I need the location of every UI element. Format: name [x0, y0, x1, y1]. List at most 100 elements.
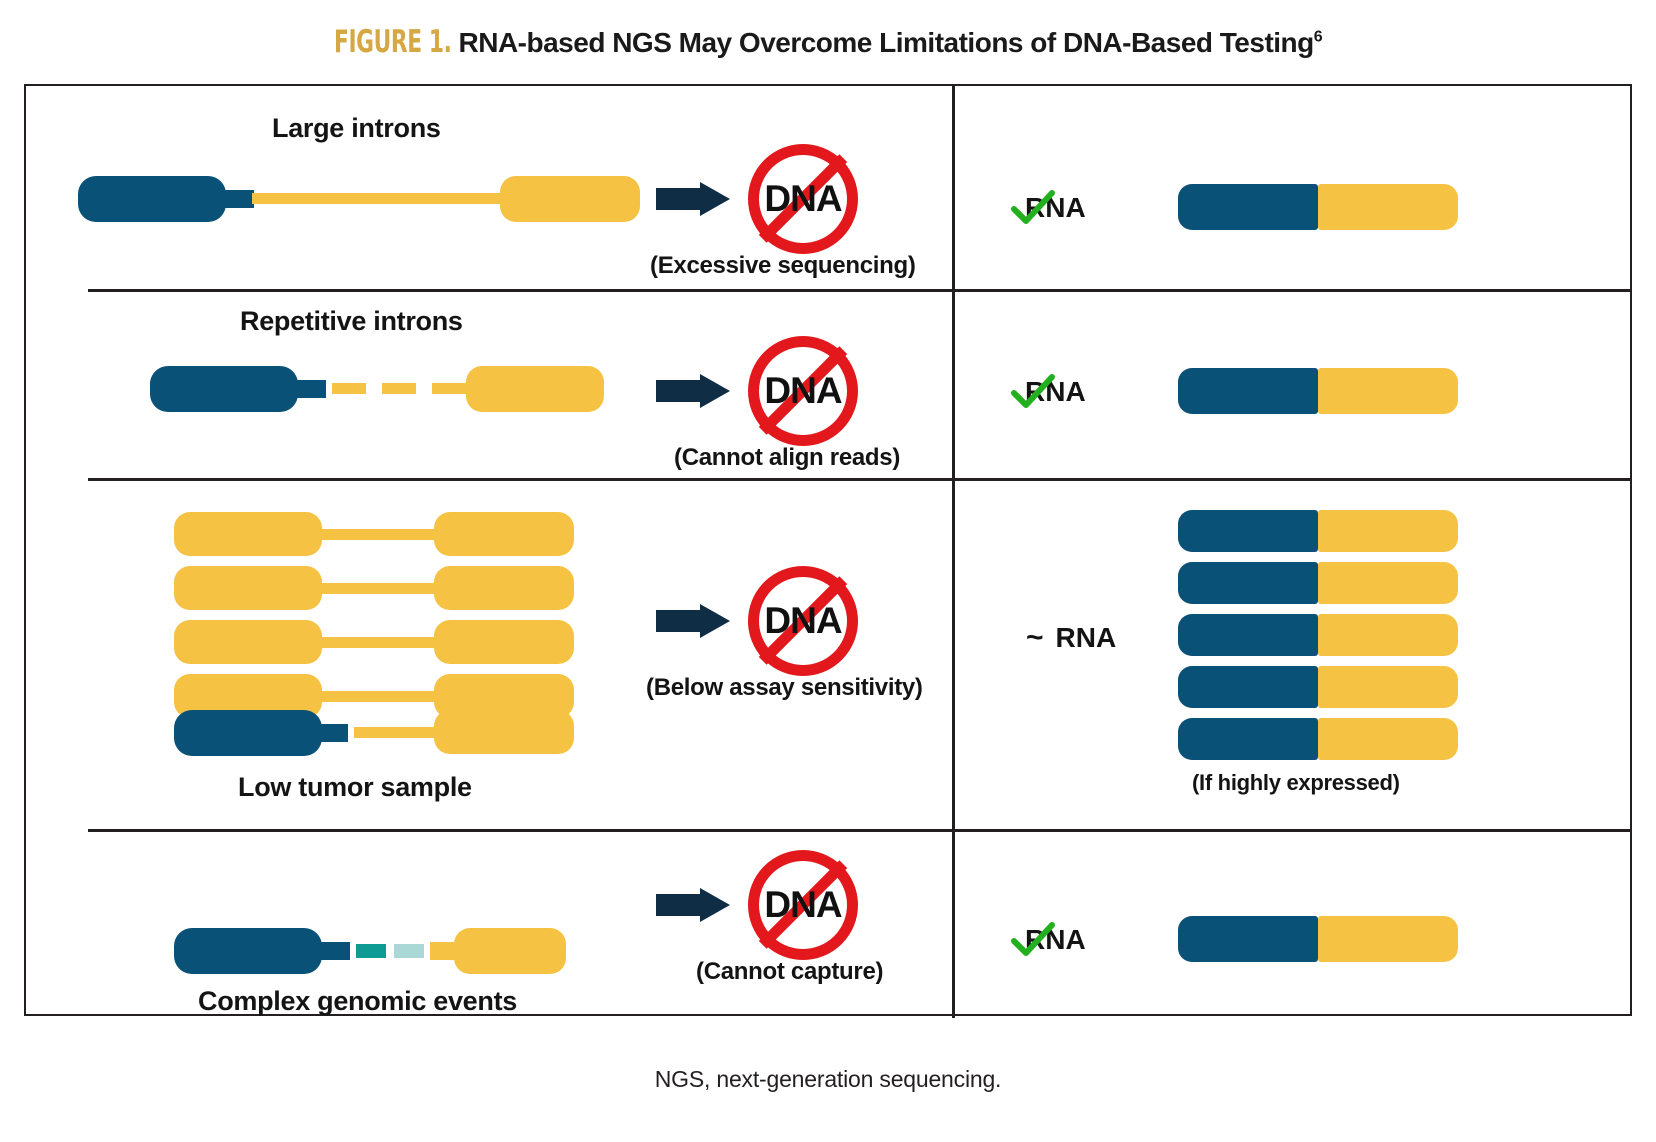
- figure-number-label: FIGURE 1.: [333, 24, 452, 60]
- transcript-blue-segment: [1178, 666, 1318, 708]
- rna-caption-if-highly-expressed: (If highly expressed): [1192, 770, 1400, 795]
- dna-label: DNA: [764, 370, 842, 411]
- transcript-blue-segment: [1178, 614, 1318, 656]
- page-title: FIGURE 1.RNA-based NGS May Overcome Limi…: [0, 24, 1656, 60]
- green-check-icon: [1011, 920, 1055, 960]
- exon-block-blue: [174, 928, 322, 974]
- intron-dash-yellow: [382, 383, 416, 394]
- arrow-shaft: [656, 380, 704, 402]
- transcript-yellow-segment: [1318, 562, 1458, 604]
- intron-stub-blue: [222, 190, 254, 208]
- transcript-blue-segment: [1178, 510, 1318, 552]
- figure-title-text: RNA-based NGS May Overcome Limitations o…: [459, 27, 1323, 58]
- arrow-shaft: [656, 610, 704, 632]
- intron-line-yellow: [316, 691, 440, 702]
- rna-transcript-bar: [1178, 916, 1458, 962]
- prohibition-circle-icon: DNA: [748, 336, 858, 446]
- dna-label: DNA: [764, 600, 842, 641]
- rna-transcript-bar: [1178, 718, 1458, 760]
- approximate-tilde-icon: ~: [1026, 621, 1044, 654]
- prohibition-ring: [748, 850, 858, 960]
- intron-line-yellow: [252, 193, 504, 204]
- rna-status-low-tumor-sample: ~ RNA: [1026, 622, 1116, 654]
- exon-block-yellow: [434, 710, 574, 754]
- intron-stub-blue: [318, 942, 350, 960]
- arrow-shaft: [656, 188, 704, 210]
- arrow-head: [700, 888, 730, 922]
- transcript-yellow-segment: [1318, 510, 1458, 552]
- exon-block-yellow: [434, 566, 574, 610]
- rna-status-complex-genomic-events: RNA: [1011, 922, 1086, 956]
- exon-block-yellow: [466, 366, 604, 412]
- intron-line-yellow: [316, 583, 440, 594]
- prohibition-circle-icon: DNA: [748, 144, 858, 254]
- exon-block-yellow: [500, 176, 640, 222]
- transcript-yellow-segment: [1318, 916, 1458, 962]
- figure-title-superscript: 6: [1313, 28, 1323, 46]
- right-arrow-icon: [656, 182, 730, 216]
- right-arrow-icon: [656, 604, 730, 638]
- exon-block-blue: [78, 176, 226, 222]
- exon-block-yellow: [434, 620, 574, 664]
- row-label-repetitive-introns: Repetitive introns: [240, 306, 463, 336]
- row-label-low-tumor-sample: Low tumor sample: [238, 772, 472, 802]
- intron-dash-yellow: [432, 383, 466, 394]
- arrow-head: [700, 182, 730, 216]
- arrow-head: [700, 604, 730, 638]
- row-divider-1: [88, 289, 1631, 292]
- exon-block-yellow: [174, 620, 322, 664]
- green-check-icon: [1011, 188, 1055, 228]
- transcript-yellow-segment: [1318, 718, 1458, 760]
- row-label-large-introns: Large introns: [272, 113, 441, 143]
- prohibition-ring: [748, 336, 858, 446]
- transcript-blue-segment: [1178, 916, 1318, 962]
- rna-transcript-bar: [1178, 368, 1458, 414]
- exon-block-yellow: [454, 928, 566, 974]
- intron-stub-blue: [318, 724, 348, 742]
- intron-dash-yellow: [332, 383, 366, 394]
- rna-label: RNA: [1055, 622, 1117, 653]
- rna-transcript-bar: [1178, 184, 1458, 230]
- row-label-complex-genomic-events: Complex genomic events: [198, 986, 517, 1016]
- figure-panel: Large introns DNA (Excessive sequencing)…: [24, 84, 1632, 1018]
- intron-line-yellow: [354, 727, 440, 738]
- transcript-yellow-segment: [1318, 184, 1458, 230]
- dna-caption-complex-genomic-events: (Cannot capture): [696, 958, 884, 985]
- intron-line-yellow: [316, 529, 440, 540]
- figure-footnote: NGS, next-generation sequencing.: [654, 1066, 1002, 1092]
- transcript-blue-segment: [1178, 368, 1318, 414]
- rna-status-repetitive-introns: RNA: [1011, 374, 1086, 408]
- prohibition-circle-icon: DNA: [748, 566, 858, 676]
- breakpoint-dash-light-teal: [394, 944, 424, 958]
- intron-line-yellow: [316, 637, 440, 648]
- dna-label: DNA: [764, 178, 842, 219]
- transcript-blue-segment: [1178, 718, 1318, 760]
- dna-caption-low-tumor-sample: (Below assay sensitivity): [646, 674, 923, 701]
- right-arrow-icon: [656, 888, 730, 922]
- row-divider-3: [88, 829, 1631, 832]
- exon-block-yellow: [174, 566, 322, 610]
- arrow-shaft: [656, 894, 704, 916]
- transcript-yellow-segment: [1318, 614, 1458, 656]
- row-divider-2: [88, 478, 1631, 481]
- prohibition-ring: [748, 144, 858, 254]
- right-arrow-icon: [656, 374, 730, 408]
- transcript-blue-segment: [1178, 184, 1318, 230]
- intron-stub-blue: [294, 380, 326, 398]
- column-divider: [952, 86, 955, 1018]
- green-check-icon: [1011, 372, 1055, 412]
- arrow-head: [700, 374, 730, 408]
- figure-title-main: RNA-based NGS May Overcome Limitations o…: [458, 27, 1315, 58]
- prohibition-circle-icon: DNA: [748, 850, 858, 960]
- dna-caption-repetitive-introns: (Cannot align reads): [674, 444, 901, 471]
- rna-transcript-bar: [1178, 510, 1458, 552]
- rna-transcript-bar: [1178, 562, 1458, 604]
- breakpoint-dash-teal: [356, 944, 386, 958]
- exon-block-blue: [150, 366, 298, 412]
- transcript-blue-segment: [1178, 562, 1318, 604]
- exon-block-yellow: [174, 512, 322, 556]
- transcript-yellow-segment: [1318, 368, 1458, 414]
- prohibition-ring: [748, 566, 858, 676]
- rna-status-large-introns: RNA: [1011, 190, 1086, 224]
- dna-label: DNA: [764, 884, 842, 925]
